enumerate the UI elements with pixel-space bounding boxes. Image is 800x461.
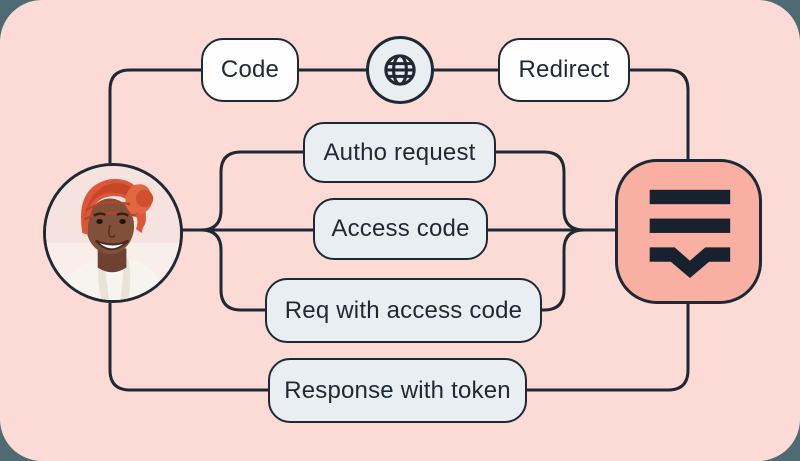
connector-req-to-merge: [542, 228, 592, 312]
node-code-label: Code: [220, 56, 280, 83]
node-redirect-label: Redirect: [518, 56, 610, 83]
node-access-code: Access code: [313, 198, 488, 260]
connector-autho-request-to-merge: [496, 150, 592, 232]
connector-user-to-code: [108, 68, 201, 163]
node-autho-request: Autho request: [303, 122, 496, 183]
server-stack-icon: [649, 189, 731, 278]
node-response-with-token: Response with token: [268, 358, 527, 423]
connector-branch-to-autho-request: [196, 150, 303, 232]
node-code: Code: [201, 38, 299, 102]
globe-badge: [366, 36, 434, 104]
globe-icon: [384, 54, 416, 86]
node-autho-request-label: Autho request: [323, 138, 476, 166]
connector-branch-to-req: [196, 228, 265, 312]
connector-response-to-user: [108, 303, 268, 392]
connector-server-to-response: [527, 304, 690, 392]
node-req-with-access-code-label: Req with access code: [284, 296, 523, 324]
node-req-with-access-code: Req with access code: [265, 278, 542, 343]
user-avatar: [43, 163, 183, 303]
node-response-with-token-label: Response with token: [284, 376, 511, 404]
user-avatar-photo: [46, 166, 180, 300]
connector-redirect-to-server: [630, 68, 690, 159]
server-badge: [615, 159, 762, 304]
node-access-code-label: Access code: [331, 215, 470, 242]
node-redirect: Redirect: [498, 38, 630, 102]
